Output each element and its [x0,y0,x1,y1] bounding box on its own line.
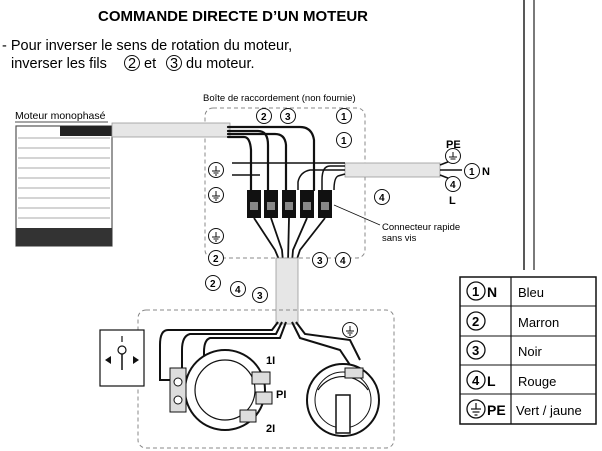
legend-name-green-yellow: Vert / jaune [516,403,582,418]
svg-text:3: 3 [285,112,291,123]
connector-label-2: sans vis [382,233,417,244]
instruction-line-2b: et [144,56,156,72]
svg-text:3: 3 [472,343,479,358]
switch-terminal-2: 2I [266,423,275,435]
svg-text:4: 4 [472,373,480,388]
earth-symbols [212,166,354,336]
connector-label-1: Connecteur rapide [382,222,460,233]
instruction-line-2a: inverser les fils [11,56,107,72]
svg-text:4: 4 [379,193,385,204]
page-title: COMMANDE DIRECTE D’UN MOTEUR [98,8,368,25]
ground-socket [306,363,380,437]
legend-row-3: 3 Noir [466,340,543,360]
earth-icon [471,403,481,416]
svg-text:3: 3 [257,291,263,302]
svg-text:PE: PE [487,402,506,418]
instruction-num-2: 2 [128,56,136,72]
svg-text:2: 2 [472,314,479,329]
wire-color-legend [459,276,597,425]
pe-label: PE [446,139,461,151]
svg-text:1: 1 [469,167,475,178]
svg-text:1: 1 [341,112,347,123]
l-label: L [449,195,456,207]
inverter-switch-icon [99,329,145,387]
legend-name-black: Noir [518,344,543,359]
motor-icon [15,125,113,247]
switch-mechanism [169,349,273,431]
svg-text:2: 2 [261,112,267,123]
svg-text:1: 1 [341,136,347,147]
svg-text:1: 1 [472,284,479,299]
switch-terminal-1: 1I [266,355,275,367]
legend-row-2: 2 Marron [466,311,559,331]
legend-name-blue: Bleu [518,285,544,300]
n-label: N [482,166,490,178]
motor-label: Moteur monophasé [15,110,106,122]
legend-row-5: PE Vert / jaune [466,399,582,419]
legend-name-brown: Marron [518,315,559,330]
instruction-line-2c: du moteur. [186,56,255,72]
legend-row-1: 1 N Bleu [466,281,544,301]
legend-name-red: Rouge [518,374,556,389]
instruction-num-3: 3 [170,56,178,72]
svg-text:4: 4 [450,180,456,191]
svg-text:3: 3 [317,256,323,267]
svg-text:2: 2 [213,254,219,265]
instruction-line-1: - Pour inverser le sens de rotation du m… [2,38,292,54]
svg-text:N: N [487,284,497,300]
connector-block [247,190,332,218]
svg-text:4: 4 [340,256,346,267]
svg-text:L: L [487,373,496,389]
svg-text:4: 4 [235,285,241,296]
svg-text:2: 2 [210,279,216,290]
junction-box-label: Boîte de raccordement (non fournie) [203,93,356,104]
switch-terminal-pi: PI [276,389,286,401]
wire-number-labels: 2 3 1 1 4 2 3 4 2 4 3 [205,108,390,338]
legend-row-4: 4 L Rouge [466,370,556,390]
